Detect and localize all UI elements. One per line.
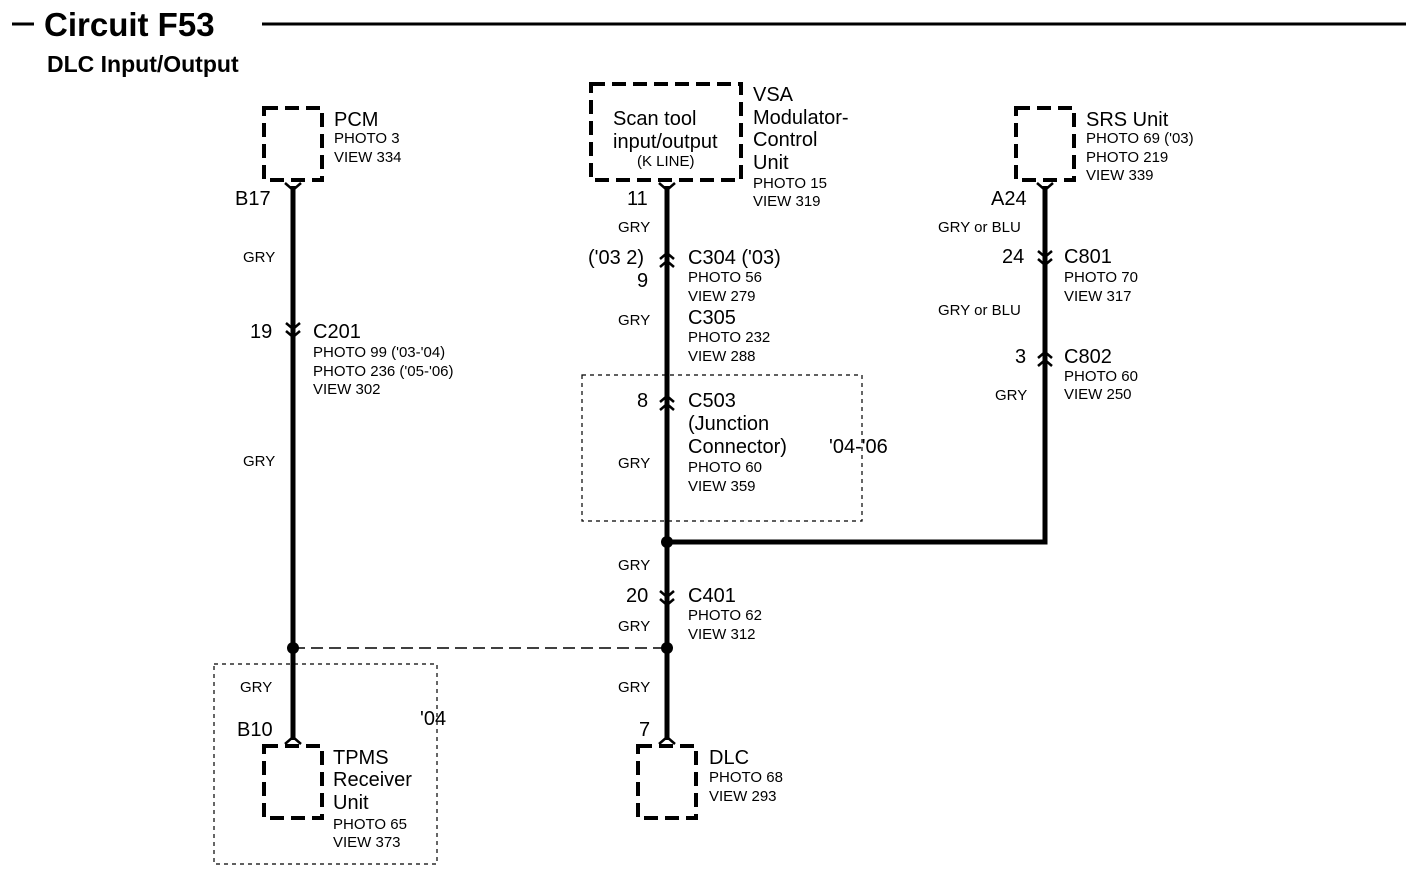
srs-photo1: PHOTO 69 ('03) — [1086, 130, 1194, 147]
tpms-box — [262, 744, 324, 820]
c304-view: VIEW 279 — [688, 288, 756, 305]
terminal-srs — [1036, 182, 1054, 192]
dlc-label: DLC — [709, 747, 749, 769]
tpms-label2: Receiver — [333, 769, 412, 791]
pcm-photo: PHOTO 3 — [334, 130, 400, 147]
srs-label: SRS Unit — [1086, 109, 1169, 131]
page-subtitle: DLC Input/Output — [47, 51, 239, 77]
tpms-view: VIEW 373 — [333, 834, 401, 851]
wire-color-label: GRY — [618, 219, 650, 236]
wire-color-label: GRY — [243, 249, 275, 266]
c304-pin: ('03 2) — [588, 247, 644, 269]
c305-label: C305 — [688, 307, 736, 329]
c201-photo1: PHOTO 99 ('03-'04) — [313, 344, 445, 361]
connector-c801-symbol — [1037, 250, 1053, 267]
vsa-label-2: Modulator- — [753, 107, 849, 129]
zone-04-06-label: '04-'06 — [829, 436, 888, 458]
vsa-label-3: Control — [753, 129, 817, 151]
pcm-box — [262, 106, 324, 182]
c503-view: VIEW 359 — [688, 478, 756, 495]
connector-c201-symbol — [285, 322, 301, 339]
c305-pin: 9 — [637, 270, 648, 292]
terminal-vsa — [658, 182, 676, 192]
dlc-pin: 7 — [639, 719, 650, 741]
wire-color-label: GRY or BLU — [938, 302, 1021, 319]
vsa-box-line2: input/output — [613, 131, 718, 153]
page-title: Circuit F53 — [44, 6, 215, 43]
c401-view: VIEW 312 — [688, 626, 756, 643]
terminal-tpms — [284, 735, 302, 745]
vsa-box — [589, 82, 743, 182]
zone-04-06 — [581, 374, 863, 522]
c401-pin: 20 — [626, 585, 648, 607]
c802-photo: PHOTO 60 — [1064, 368, 1138, 385]
zone-04-label: '04 — [420, 708, 446, 730]
connector-c503-symbol — [659, 394, 675, 411]
vsa-label-4: Unit — [753, 152, 789, 174]
wire-color-label: GRY or BLU — [938, 219, 1021, 236]
wire-color-label: GRY — [618, 618, 650, 635]
zone-04 — [213, 663, 438, 865]
pcm-view: VIEW 334 — [334, 149, 402, 166]
c201-view: VIEW 302 — [313, 381, 381, 398]
wire-color-label: GRY — [618, 557, 650, 574]
c503-label1: C503 — [688, 390, 736, 412]
c801-photo: PHOTO 70 — [1064, 269, 1138, 286]
splice-dot-left — [287, 642, 299, 654]
terminal-dlc — [658, 735, 676, 745]
c801-pin: 24 — [1002, 246, 1024, 268]
wire-color-label: GRY — [618, 455, 650, 472]
c304-label: C304 ('03) — [688, 247, 781, 269]
c802-view: VIEW 250 — [1064, 386, 1132, 403]
srs-pin: A24 — [991, 188, 1027, 210]
connector-c401-symbol — [659, 590, 675, 607]
c201-photo2: PHOTO 236 ('05-'06) — [313, 363, 454, 380]
dlc-box — [636, 744, 698, 820]
c801-view: VIEW 317 — [1064, 288, 1132, 305]
dlc-view: VIEW 293 — [709, 788, 777, 805]
c503-pin: 8 — [637, 390, 648, 412]
wire-color-label: GRY — [995, 387, 1027, 404]
srs-photo2: PHOTO 219 — [1086, 149, 1168, 166]
c401-photo: PHOTO 62 — [688, 607, 762, 624]
c305-photo: PHOTO 232 — [688, 329, 770, 346]
tpms-label1: TPMS — [333, 747, 389, 769]
dlc-photo: PHOTO 68 — [709, 769, 783, 786]
vsa-box-line3: (K LINE) — [637, 153, 695, 170]
wire-srs-splice — [667, 186, 1048, 545]
splice-dot-srs — [661, 536, 673, 548]
c802-pin: 3 — [1015, 346, 1026, 368]
c503-label3: Connector) — [688, 436, 787, 458]
pcm-pin: B17 — [235, 188, 271, 210]
terminal-pcm — [284, 182, 302, 192]
vsa-view: VIEW 319 — [753, 193, 821, 210]
wire-color-label: GRY — [240, 679, 272, 696]
wire-color-label: GRY — [618, 312, 650, 329]
c305-view: VIEW 288 — [688, 348, 756, 365]
tpms-pin: B10 — [237, 719, 273, 741]
c401-label: C401 — [688, 585, 736, 607]
splice-dot-right — [661, 642, 673, 654]
c201-label: C201 — [313, 321, 361, 343]
tpms-photo: PHOTO 65 — [333, 816, 407, 833]
srs-view: VIEW 339 — [1086, 167, 1154, 184]
c503-label2: (Junction — [688, 413, 769, 435]
srs-box — [1014, 106, 1076, 182]
wire-color-label: GRY — [618, 679, 650, 696]
connector-c304-symbol — [659, 251, 675, 268]
vsa-pin: 11 — [627, 188, 648, 210]
vsa-box-line1: Scan tool — [613, 108, 696, 130]
c801-label: C801 — [1064, 246, 1112, 268]
c201-pin: 19 — [250, 321, 272, 343]
vsa-photo: PHOTO 15 — [753, 175, 827, 192]
tpms-label3: Unit — [333, 792, 369, 814]
wire-color-label: GRY — [243, 453, 275, 470]
c304-photo: PHOTO 56 — [688, 269, 762, 286]
c503-photo: PHOTO 60 — [688, 459, 762, 476]
c802-label: C802 — [1064, 346, 1112, 368]
vsa-label-1: VSA — [753, 84, 794, 106]
pcm-label: PCM — [334, 109, 378, 131]
connector-c802-symbol — [1037, 350, 1053, 367]
